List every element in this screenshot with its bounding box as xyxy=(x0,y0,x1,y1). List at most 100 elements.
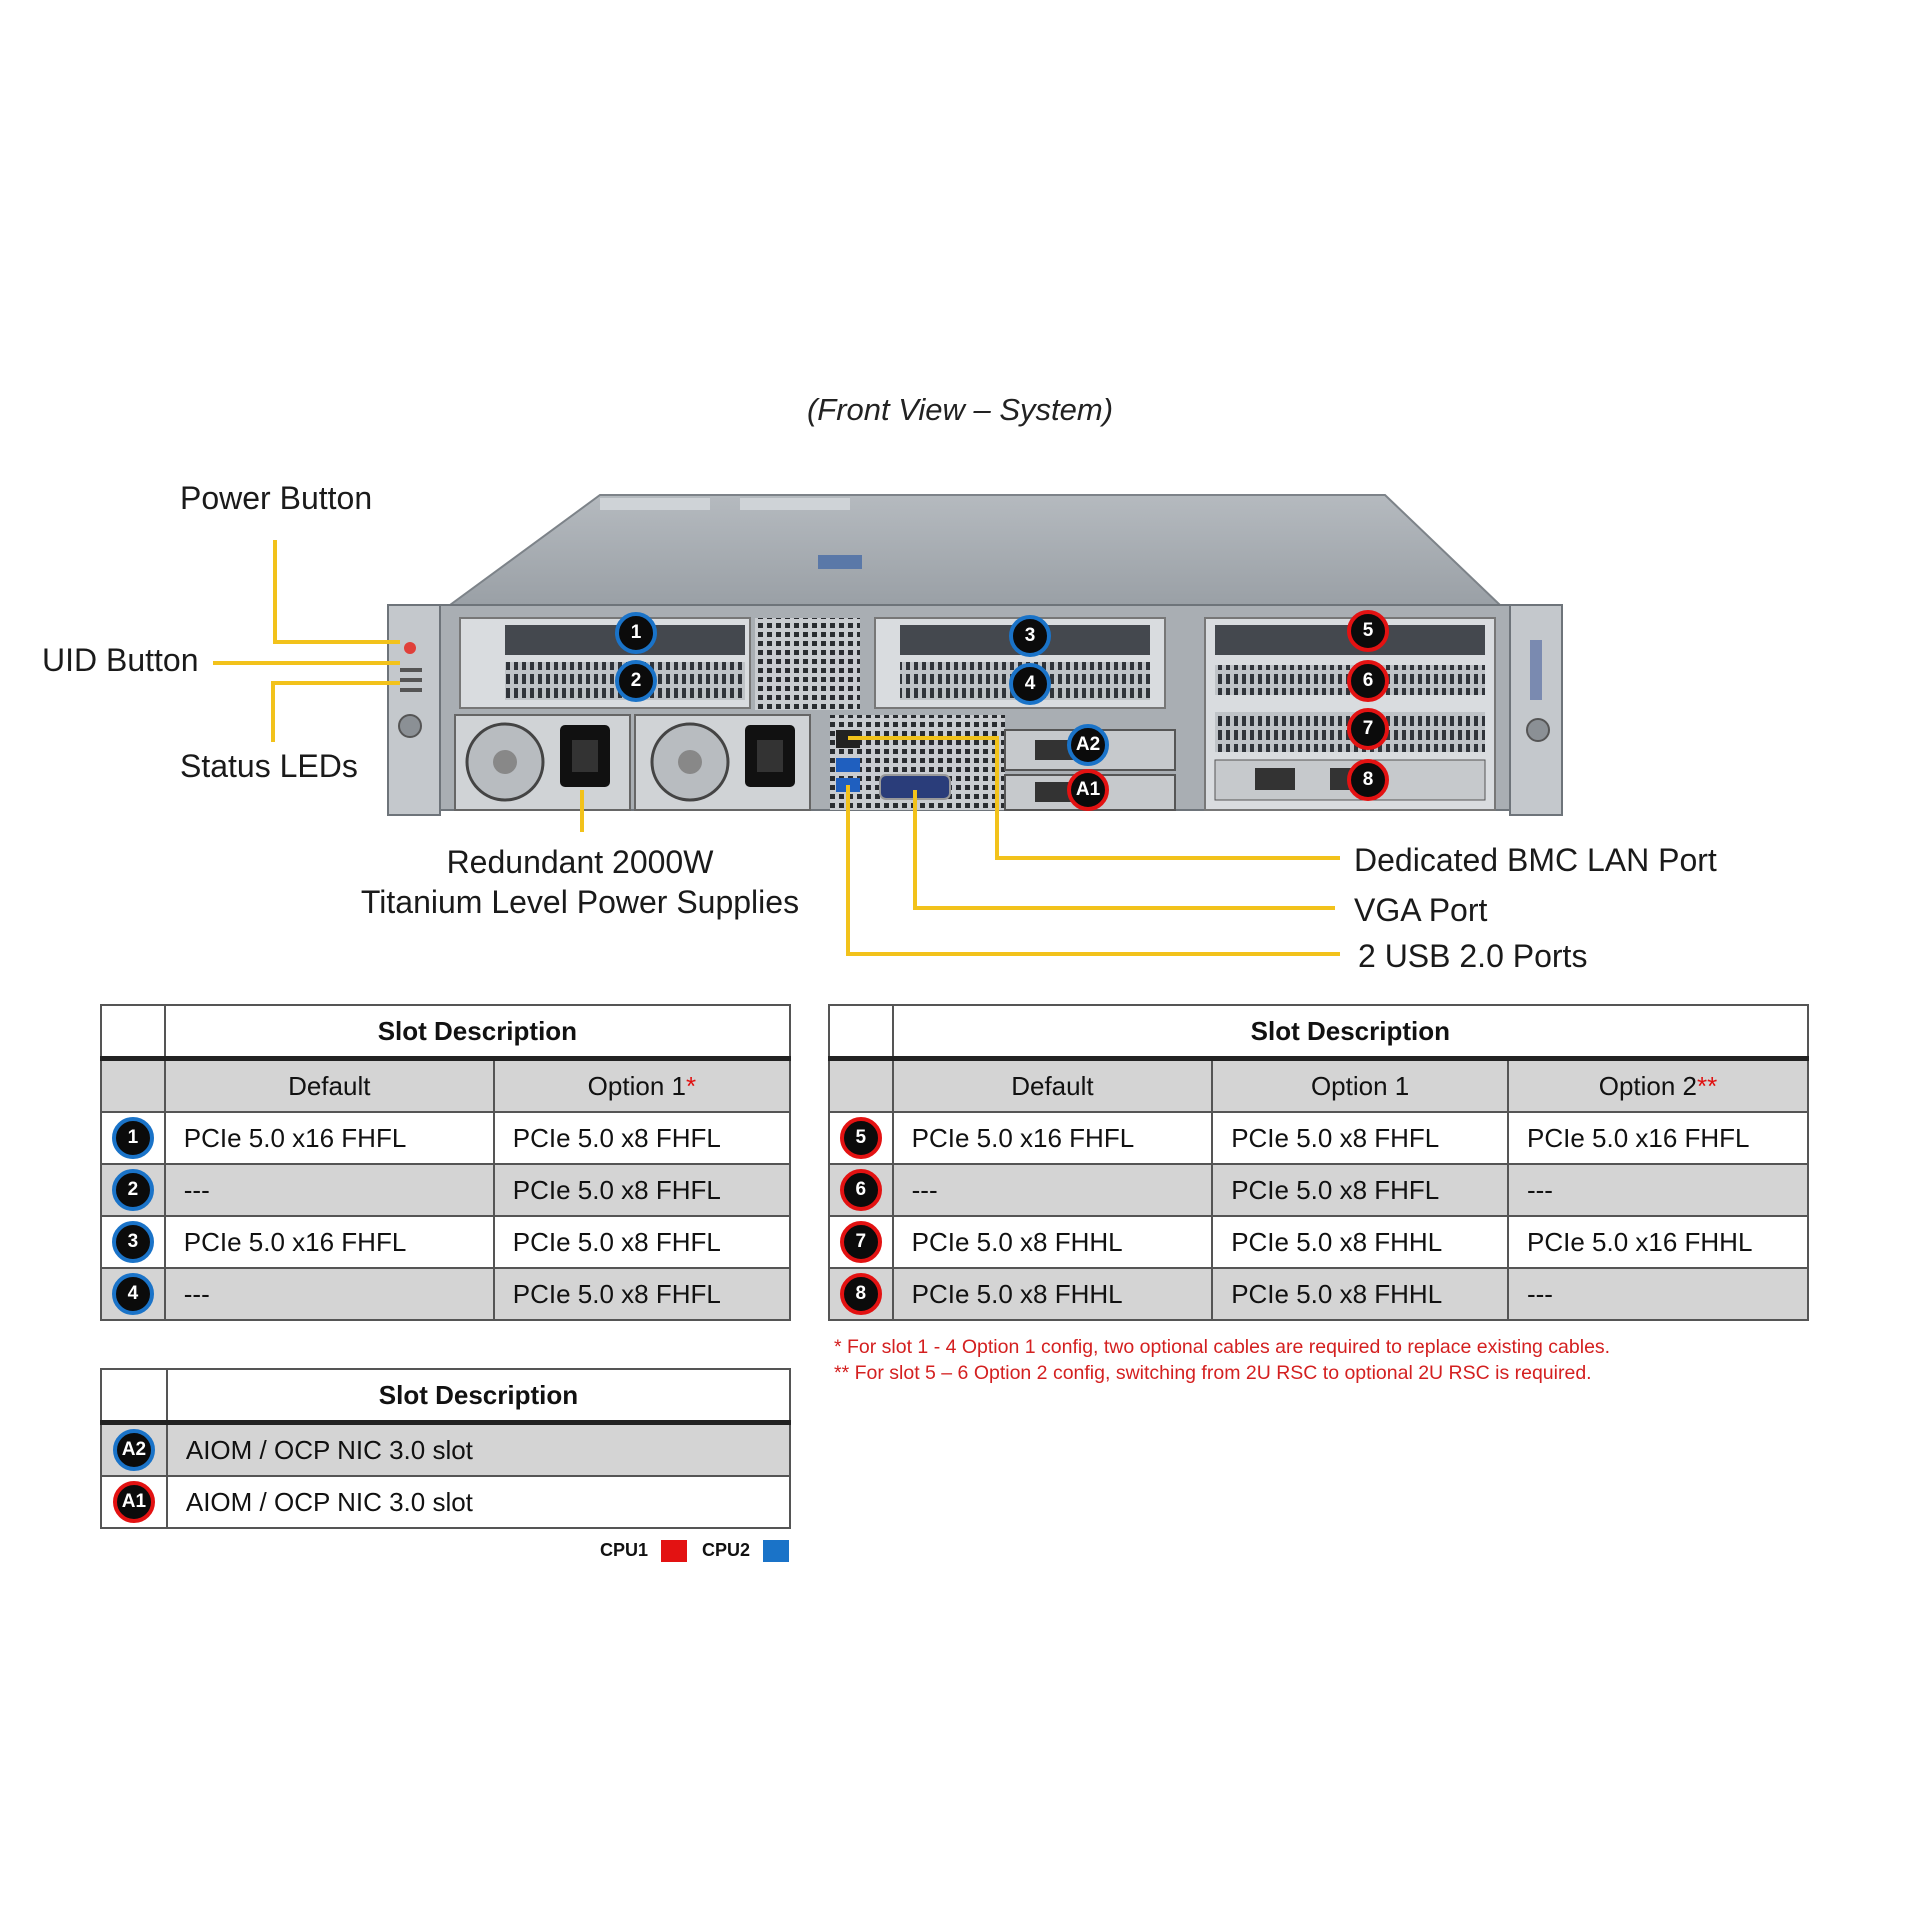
chassis-slot-badge-8: 8 xyxy=(1347,759,1389,801)
chassis-slot-badge-5: 5 xyxy=(1347,610,1389,652)
legend-cpu2-swatch xyxy=(763,1540,790,1563)
vga-line xyxy=(913,790,1335,910)
slot-badge-cell: 2 xyxy=(100,1163,166,1217)
usb-line xyxy=(846,785,1340,956)
slot-default: --- xyxy=(163,1163,495,1217)
slot-option1: PCIe 5.0 x8 FHFL xyxy=(492,1111,792,1165)
slot-table-right-title: Slot Description xyxy=(891,1004,1810,1061)
chassis-slot-badge-6: 6 xyxy=(1347,660,1389,702)
col-header-default: Default xyxy=(163,1057,495,1113)
slot-default: PCIe 5.0 x8 FHHL xyxy=(891,1215,1214,1269)
slot-badge-cell: 6 xyxy=(828,1163,894,1217)
table-row: 2---PCIe 5.0 x8 FHFL xyxy=(100,1163,792,1217)
col-header-option1: Option 1 xyxy=(1211,1057,1509,1113)
table-row: 6---PCIe 5.0 x8 FHFL--- xyxy=(828,1163,1810,1217)
slot-default: PCIe 5.0 x8 FHHL xyxy=(891,1267,1214,1321)
col-header-default: Default xyxy=(891,1057,1214,1113)
slot-table-right: Slot Description Default Option 1 Option… xyxy=(828,1004,1810,1321)
callout-psu-line1: Redundant 2000W xyxy=(446,844,714,880)
legend-cpu1-label: CPU1 xyxy=(600,1540,649,1560)
slot-badge-cell: A1 xyxy=(100,1475,168,1529)
bmc-lan-line xyxy=(848,736,1340,860)
slot-badge-3: 3 xyxy=(111,1221,154,1263)
slot-option1: PCIe 5.0 x8 FHFL xyxy=(492,1215,792,1269)
chassis-slot-badge-a2: A2 xyxy=(1067,724,1109,766)
power-supply-1 xyxy=(454,714,631,811)
right-rack-ear xyxy=(1509,604,1563,816)
slot-table-aiom-title: Slot Description xyxy=(165,1368,792,1425)
slot-option2: PCIe 5.0 x16 FHHL xyxy=(1506,1215,1810,1269)
footnote-2: ** For slot 5 – 6 Option 2 config, switc… xyxy=(834,1362,1592,1384)
callout-power-supplies: Redundant 2000W Titanium Level Power Sup… xyxy=(340,842,820,922)
chassis-slot-badge-1: 1 xyxy=(615,612,657,654)
slot-option1: PCIe 5.0 x8 FHFL xyxy=(1211,1111,1509,1165)
chassis-slot-badge-3: 3 xyxy=(1009,615,1051,657)
callout-power-button: Power Button xyxy=(180,480,373,516)
slot-option1: PCIe 5.0 x8 FHHL xyxy=(1211,1215,1509,1269)
slot-option1: PCIe 5.0 x8 FHHL xyxy=(1211,1267,1509,1321)
slot-option1: PCIe 5.0 x8 FHFL xyxy=(1211,1163,1509,1217)
slot-badge-cell: 8 xyxy=(828,1267,894,1321)
figure-title: (Front View – System) xyxy=(806,392,1114,427)
slot-badge-8: 8 xyxy=(839,1273,882,1315)
slot-option1: PCIe 5.0 x8 FHFL xyxy=(492,1267,792,1321)
chassis-top-cover xyxy=(446,494,1503,606)
slot-badge-cell: 3 xyxy=(100,1215,166,1269)
slot-option2: PCIe 5.0 x16 FHFL xyxy=(1506,1111,1810,1165)
chassis-slot-badge-4: 4 xyxy=(1009,663,1051,705)
slot-badge-2: 2 xyxy=(111,1169,154,1211)
callout-vga-port: VGA Port xyxy=(1354,892,1488,928)
col-header-option2: Option 2** xyxy=(1506,1057,1810,1113)
power-button-line xyxy=(273,540,400,644)
slot-badge-a2: A2 xyxy=(112,1429,155,1471)
power-supply-2 xyxy=(634,714,811,811)
slot-default: --- xyxy=(891,1163,1214,1217)
chassis-slot-badge-a1: A1 xyxy=(1067,769,1109,811)
legend-cpu2-label: CPU2 xyxy=(702,1540,751,1560)
slot-badge-cell: A2 xyxy=(100,1421,168,1477)
slot-option2: --- xyxy=(1506,1163,1810,1217)
slot-badge-1: 1 xyxy=(111,1117,154,1159)
slot-badge-6: 6 xyxy=(839,1169,882,1211)
callout-status-leds: Status LEDs xyxy=(180,748,358,784)
callout-lines xyxy=(213,540,1340,956)
slot-badge-cell: 7 xyxy=(828,1215,894,1269)
slot-default: PCIe 5.0 x16 FHFL xyxy=(891,1111,1214,1165)
legend-cpu1-swatch xyxy=(661,1540,688,1563)
slot-badge-cell: 5 xyxy=(828,1111,894,1165)
slot-default: --- xyxy=(163,1267,495,1321)
callout-bmc-lan-port: Dedicated BMC LAN Port xyxy=(1354,842,1717,878)
callout-uid-button: UID Button xyxy=(42,642,199,678)
slot-table-left-title: Slot Description xyxy=(163,1004,792,1061)
slot-default: PCIe 5.0 x16 FHFL xyxy=(163,1111,495,1165)
slot-badge-5: 5 xyxy=(839,1117,882,1159)
slot-default: PCIe 5.0 x16 FHFL xyxy=(163,1215,495,1269)
status-leds-line xyxy=(271,681,400,742)
slot-badge-4: 4 xyxy=(111,1273,154,1315)
slot-description: AIOM / OCP NIC 3.0 slot xyxy=(165,1421,792,1477)
callout-psu-line2: Titanium Level Power Supplies xyxy=(360,884,800,920)
slot-option2: --- xyxy=(1506,1267,1810,1321)
callout-usb-ports: 2 USB 2.0 Ports xyxy=(1358,938,1588,974)
cpu-legend: CPU1 CPU2 xyxy=(600,1540,790,1563)
slot-badge-a1: A1 xyxy=(112,1481,155,1523)
col-header-option1: Option 1* xyxy=(492,1057,792,1113)
slot-badge-7: 7 xyxy=(839,1221,882,1263)
chassis-slot-badge-7: 7 xyxy=(1347,708,1389,750)
table-row: 4---PCIe 5.0 x8 FHFL xyxy=(100,1267,792,1321)
slot-badge-cell: 4 xyxy=(100,1267,166,1321)
slot-option1: PCIe 5.0 x8 FHFL xyxy=(492,1163,792,1217)
chassis-slot-badge-2: 2 xyxy=(615,660,657,702)
slot-description: AIOM / OCP NIC 3.0 slot xyxy=(165,1475,792,1529)
left-rack-ear xyxy=(387,604,441,816)
slot-badge-cell: 1 xyxy=(100,1111,166,1165)
